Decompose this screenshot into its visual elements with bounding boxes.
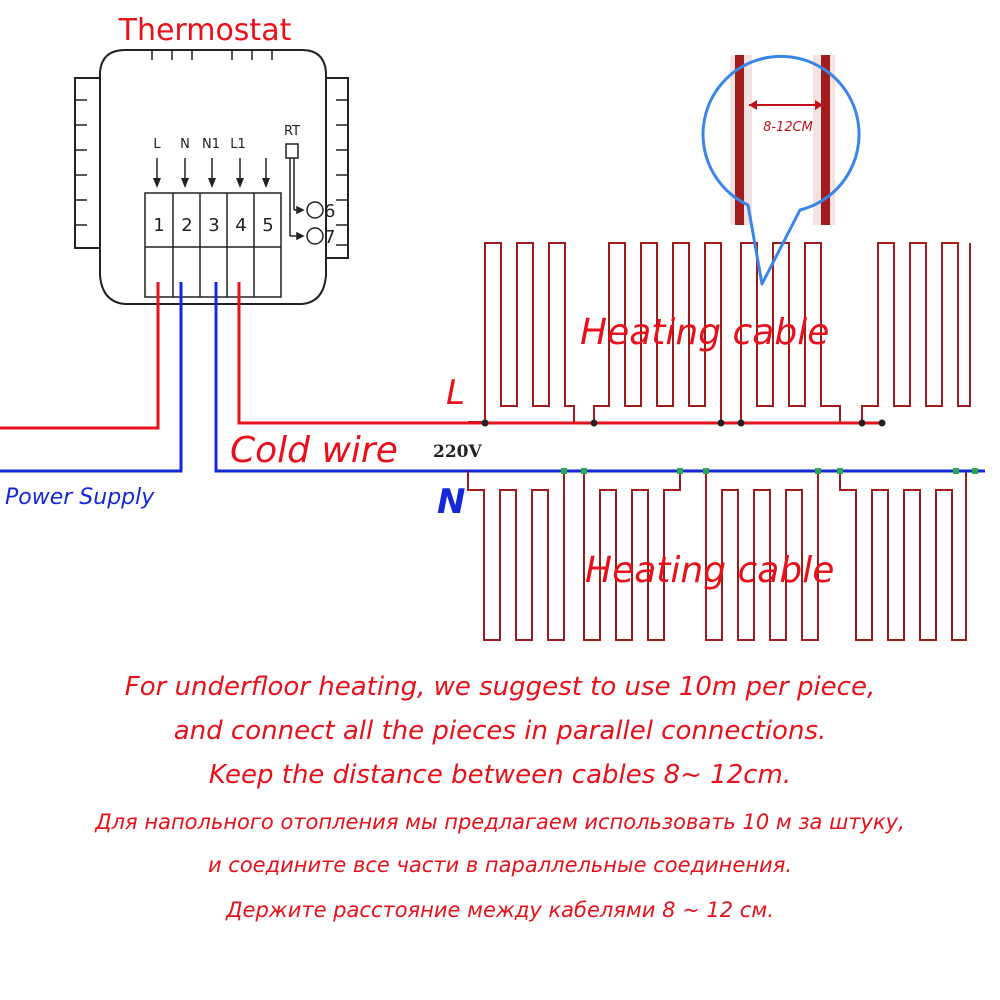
terminal-7: 7 <box>324 227 335 248</box>
heating-cable-top <box>468 242 971 423</box>
terminal-label-l: L <box>153 137 161 152</box>
note-ru-line-1: Для напольного отопления мы предлагаем и… <box>95 810 905 834</box>
supply-wires <box>0 282 560 473</box>
line-l-label: L <box>446 373 465 413</box>
live-junctions <box>481 419 886 427</box>
spacing-callout <box>696 54 861 286</box>
terminal-number: 3 <box>208 215 219 236</box>
terminal-block <box>144 192 282 298</box>
supply-neutral-wire <box>0 282 183 473</box>
heating-cable-bottom <box>467 471 967 641</box>
heating-cable-top-label: Heating cable <box>580 312 829 353</box>
thermostat-title: Thermostat <box>118 13 292 48</box>
terminal-number: 4 <box>235 215 246 236</box>
note-ru-line-2: и соедините все части в параллельные сое… <box>207 853 793 877</box>
thermostat-body <box>74 49 349 305</box>
line-n-label: N <box>437 482 465 522</box>
spacing-label: 8-12CM <box>763 120 813 135</box>
supply-live-wire <box>0 282 160 430</box>
note-en-line-1: For underfloor heating, we suggest to us… <box>124 672 876 702</box>
terminal-number: 5 <box>262 215 273 236</box>
neutral-junctions <box>561 468 978 474</box>
cold-wire-label: Cold wire <box>230 430 398 471</box>
note-en-line-3: Keep the distance between cables 8~ 12cm… <box>208 760 792 790</box>
voltage-label: 220V <box>433 442 482 462</box>
power-supply-label: Power Supply <box>5 485 155 510</box>
rt-sensor-icon <box>285 143 324 245</box>
heating-cable-bottom-label: Heating cable <box>585 550 834 591</box>
note-ru-line-3: Держите расстояние между кабелями 8 ~ 12… <box>226 898 774 922</box>
terminal-label-n1: N1 <box>202 137 220 152</box>
terminal-6: 6 <box>324 201 335 222</box>
terminal-label-n: N <box>180 137 190 152</box>
terminal-number: 2 <box>181 215 192 236</box>
rt-label: RT <box>284 124 300 139</box>
terminal-arrows <box>153 158 270 188</box>
cold-wire-neutral <box>214 282 560 473</box>
terminal-label-l1: L1 <box>230 137 246 152</box>
terminal-number: 1 <box>153 215 164 236</box>
note-en-line-2: and connect all the pieces in parallel c… <box>173 716 827 746</box>
cold-wire-live <box>237 282 420 425</box>
